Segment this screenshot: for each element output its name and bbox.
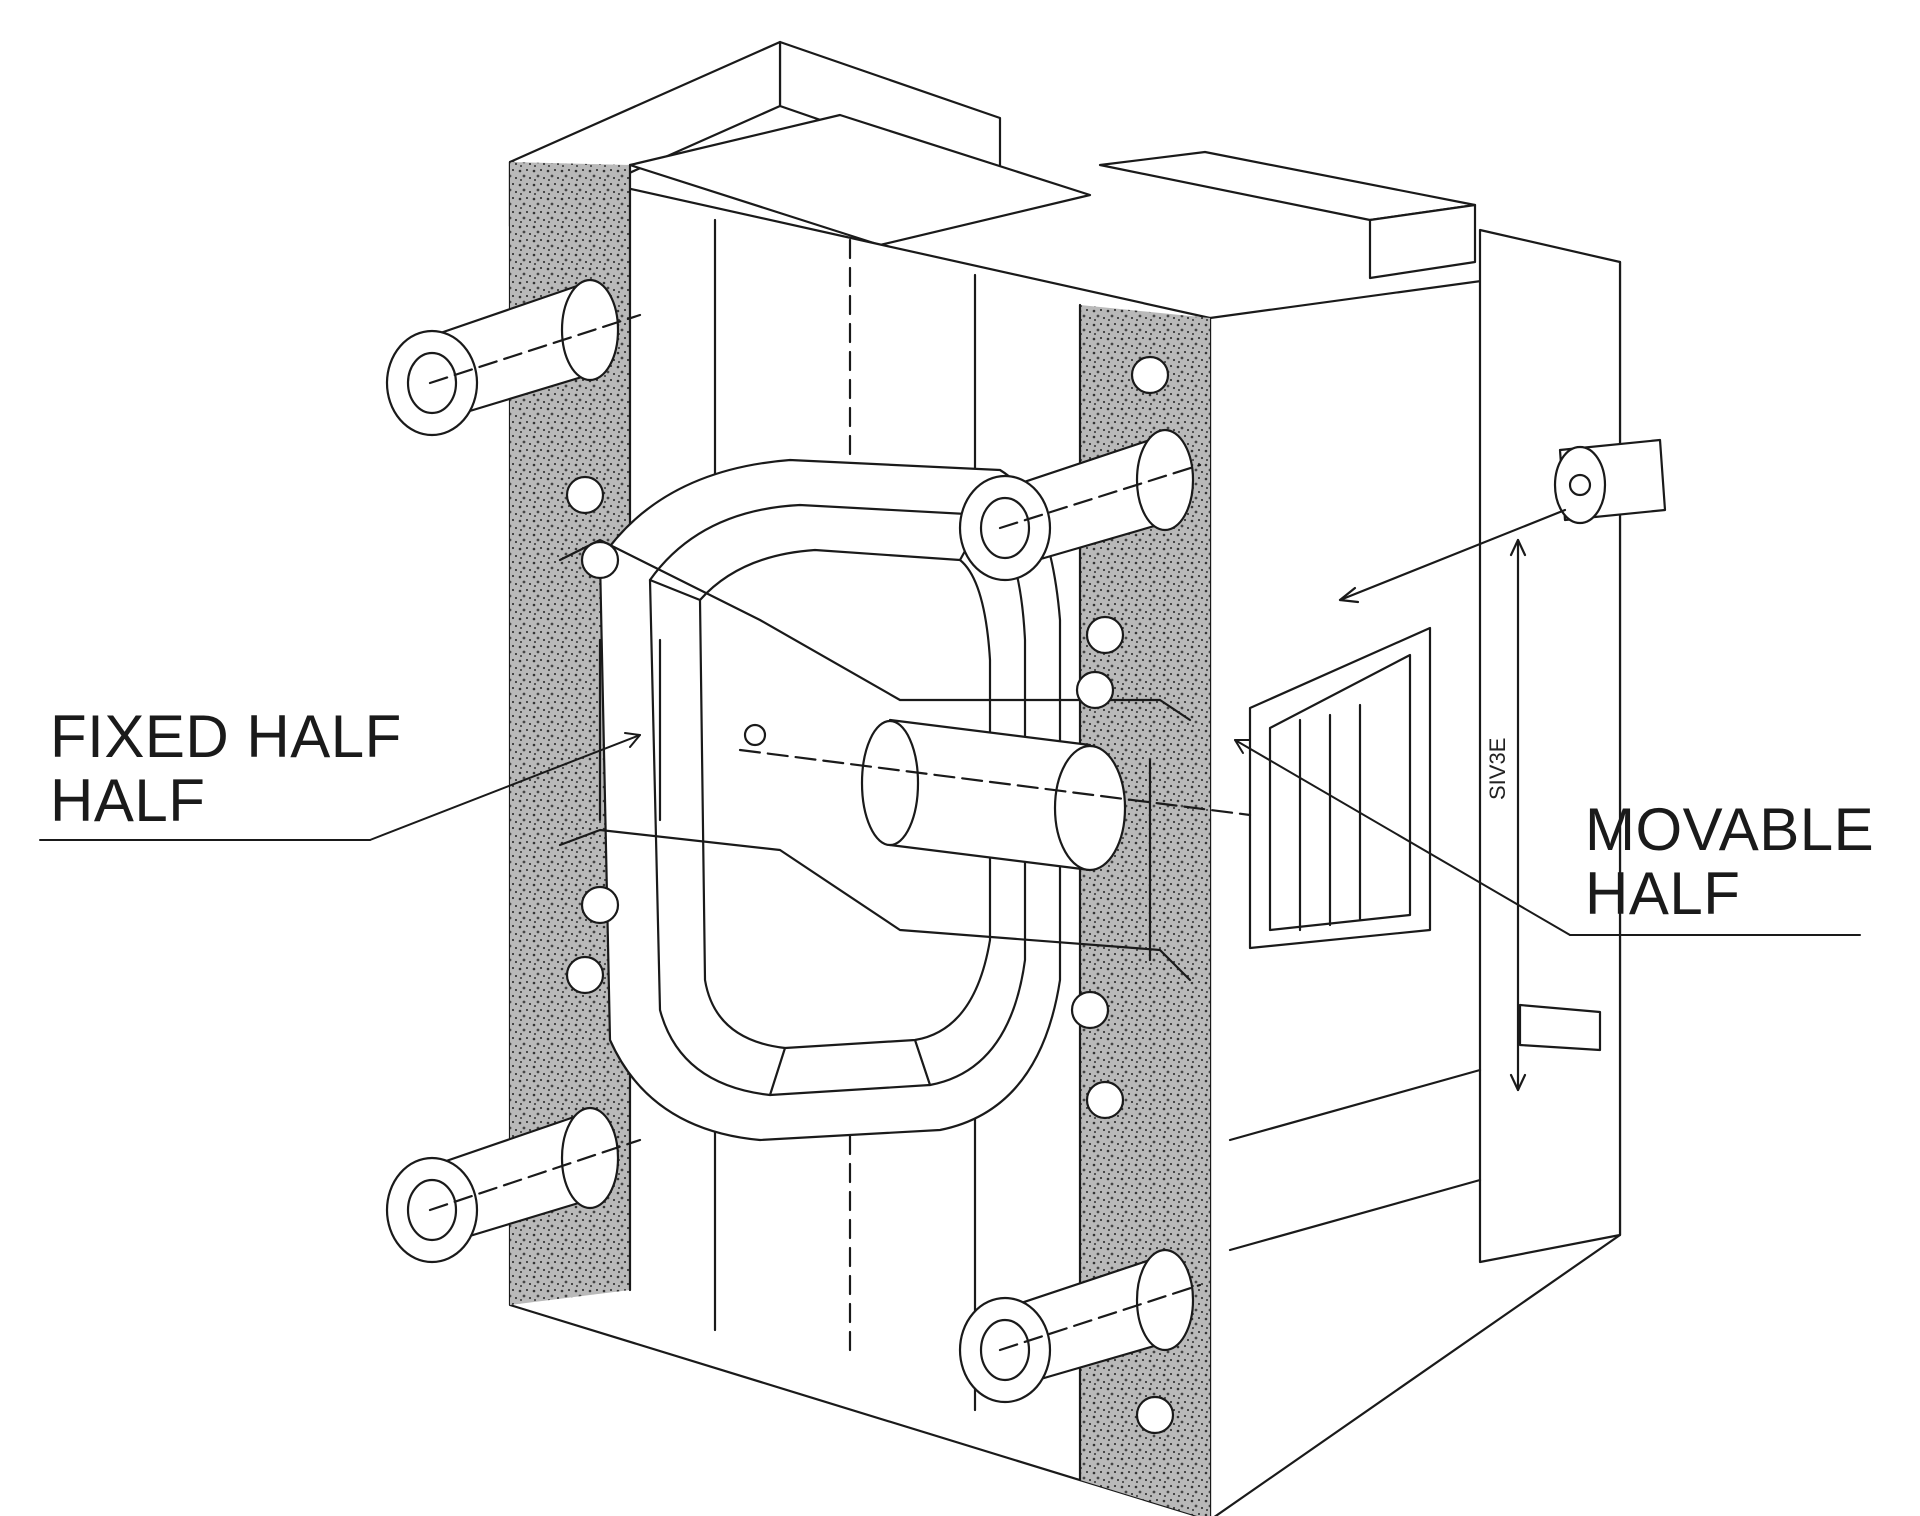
fixed-half-label: FIXED HALF HALF xyxy=(50,703,402,834)
dimension-line xyxy=(1338,508,1567,1092)
bolt-holes xyxy=(565,355,1175,1435)
movable-half-leader xyxy=(1234,739,1861,936)
guide-pin-bottom-left xyxy=(385,1106,642,1264)
right-side-plates xyxy=(1208,228,1622,1516)
guide-pins xyxy=(385,278,1202,1404)
core-pin xyxy=(738,718,1252,872)
back-plate xyxy=(508,40,1477,280)
guide-pin-top-left xyxy=(385,278,642,437)
movable-half-label: MOVABLE HALF xyxy=(1585,796,1875,927)
mold-cavity xyxy=(598,458,1062,1142)
fitting xyxy=(1553,438,1667,525)
guide-pin-bottom-right xyxy=(958,1248,1202,1404)
guide-pin-top-right xyxy=(958,428,1202,582)
dimension-label: SIV3E xyxy=(1485,737,1510,800)
fixed-half-leader xyxy=(39,732,641,841)
